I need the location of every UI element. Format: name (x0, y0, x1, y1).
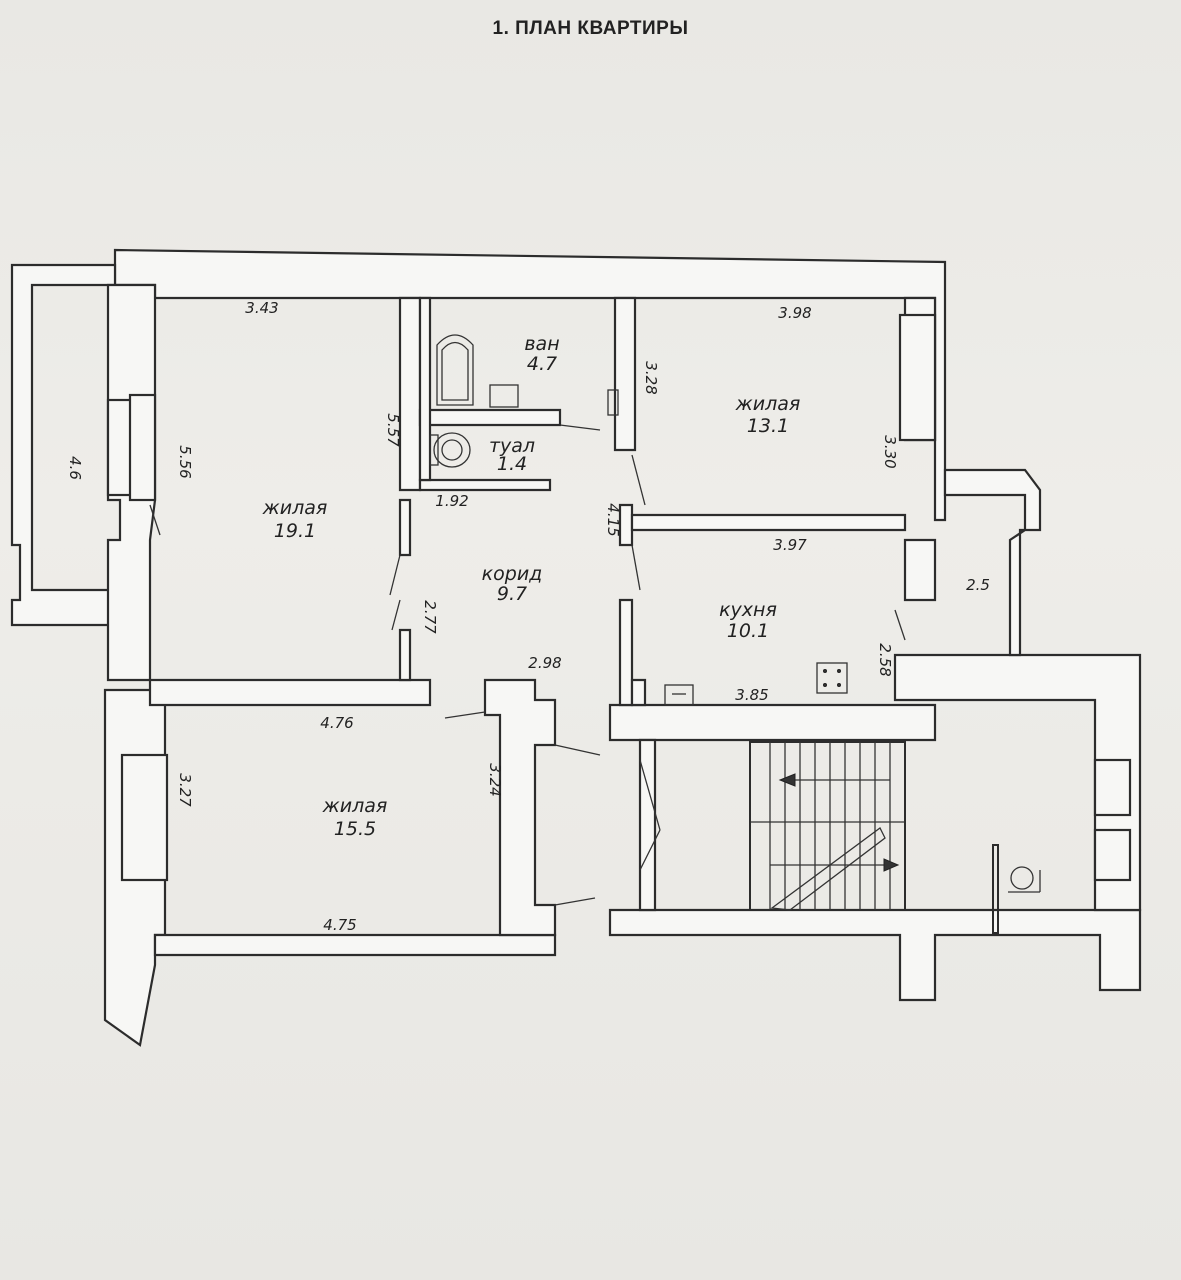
room-labels: жилая 19.1 ван 4.7 туал 1.4 жилая 13.1 к… (66, 333, 990, 840)
dimension-label: 4.75 (323, 916, 356, 934)
page-title: 1. ПЛАН КВАРТИРЫ (492, 18, 689, 39)
dimension-label: 2.77 (421, 600, 439, 634)
dimension-label: 4.76 (320, 714, 353, 732)
door-swings (149, 424, 906, 906)
dimension-label: 3.43 (245, 299, 278, 317)
kitchen-fixtures (664, 662, 848, 706)
dimension-label: 3.28 (642, 361, 660, 394)
dimension-label: 5.56 (176, 445, 194, 478)
bathroom-fixtures (429, 334, 619, 468)
balcony-area: 4.6 (66, 456, 84, 480)
room-name: кухня (719, 599, 777, 621)
dimension-label: 3.30 (881, 435, 899, 468)
dimension-label: 3.97 (773, 536, 807, 554)
balcony-area: 2.5 (966, 576, 990, 594)
dimension-label: 5.57 (384, 413, 402, 447)
dimension-labels: 3.43 5.56 5.57 1.92 3.28 3.98 3.30 4.15 … (176, 299, 899, 934)
dimension-label: 3.24 (486, 763, 504, 796)
room-area: 10.1 (727, 620, 769, 642)
room-area: 15.5 (334, 818, 376, 840)
elevator-shaft-symbol (992, 844, 1041, 934)
room-name: жилая (735, 393, 801, 415)
room-name: туал (489, 435, 535, 457)
room-area: 9.7 (497, 583, 527, 605)
dimension-label: 4.15 (604, 503, 622, 536)
dimension-label: 2.58 (876, 643, 894, 676)
room-name: ван (524, 333, 559, 355)
room-name: корид (482, 563, 543, 585)
staircase (749, 741, 906, 911)
room-area: 4.7 (527, 353, 557, 375)
dimension-label: 1.92 (435, 492, 468, 510)
dimension-label: 3.98 (778, 304, 811, 322)
dimension-label: 2.98 (528, 654, 561, 672)
dimension-label: 3.27 (176, 773, 194, 807)
interior-partitions (398, 296, 937, 912)
room-area: 13.1 (747, 415, 789, 437)
room-name: жилая (262, 497, 328, 519)
outer-walls (10, 248, 1142, 1047)
windows (106, 313, 1132, 882)
dimension-label: 3.85 (735, 686, 768, 704)
room-area: 19.1 (274, 520, 316, 542)
room-area: 1.4 (497, 453, 527, 475)
room-name: жилая (322, 795, 388, 817)
